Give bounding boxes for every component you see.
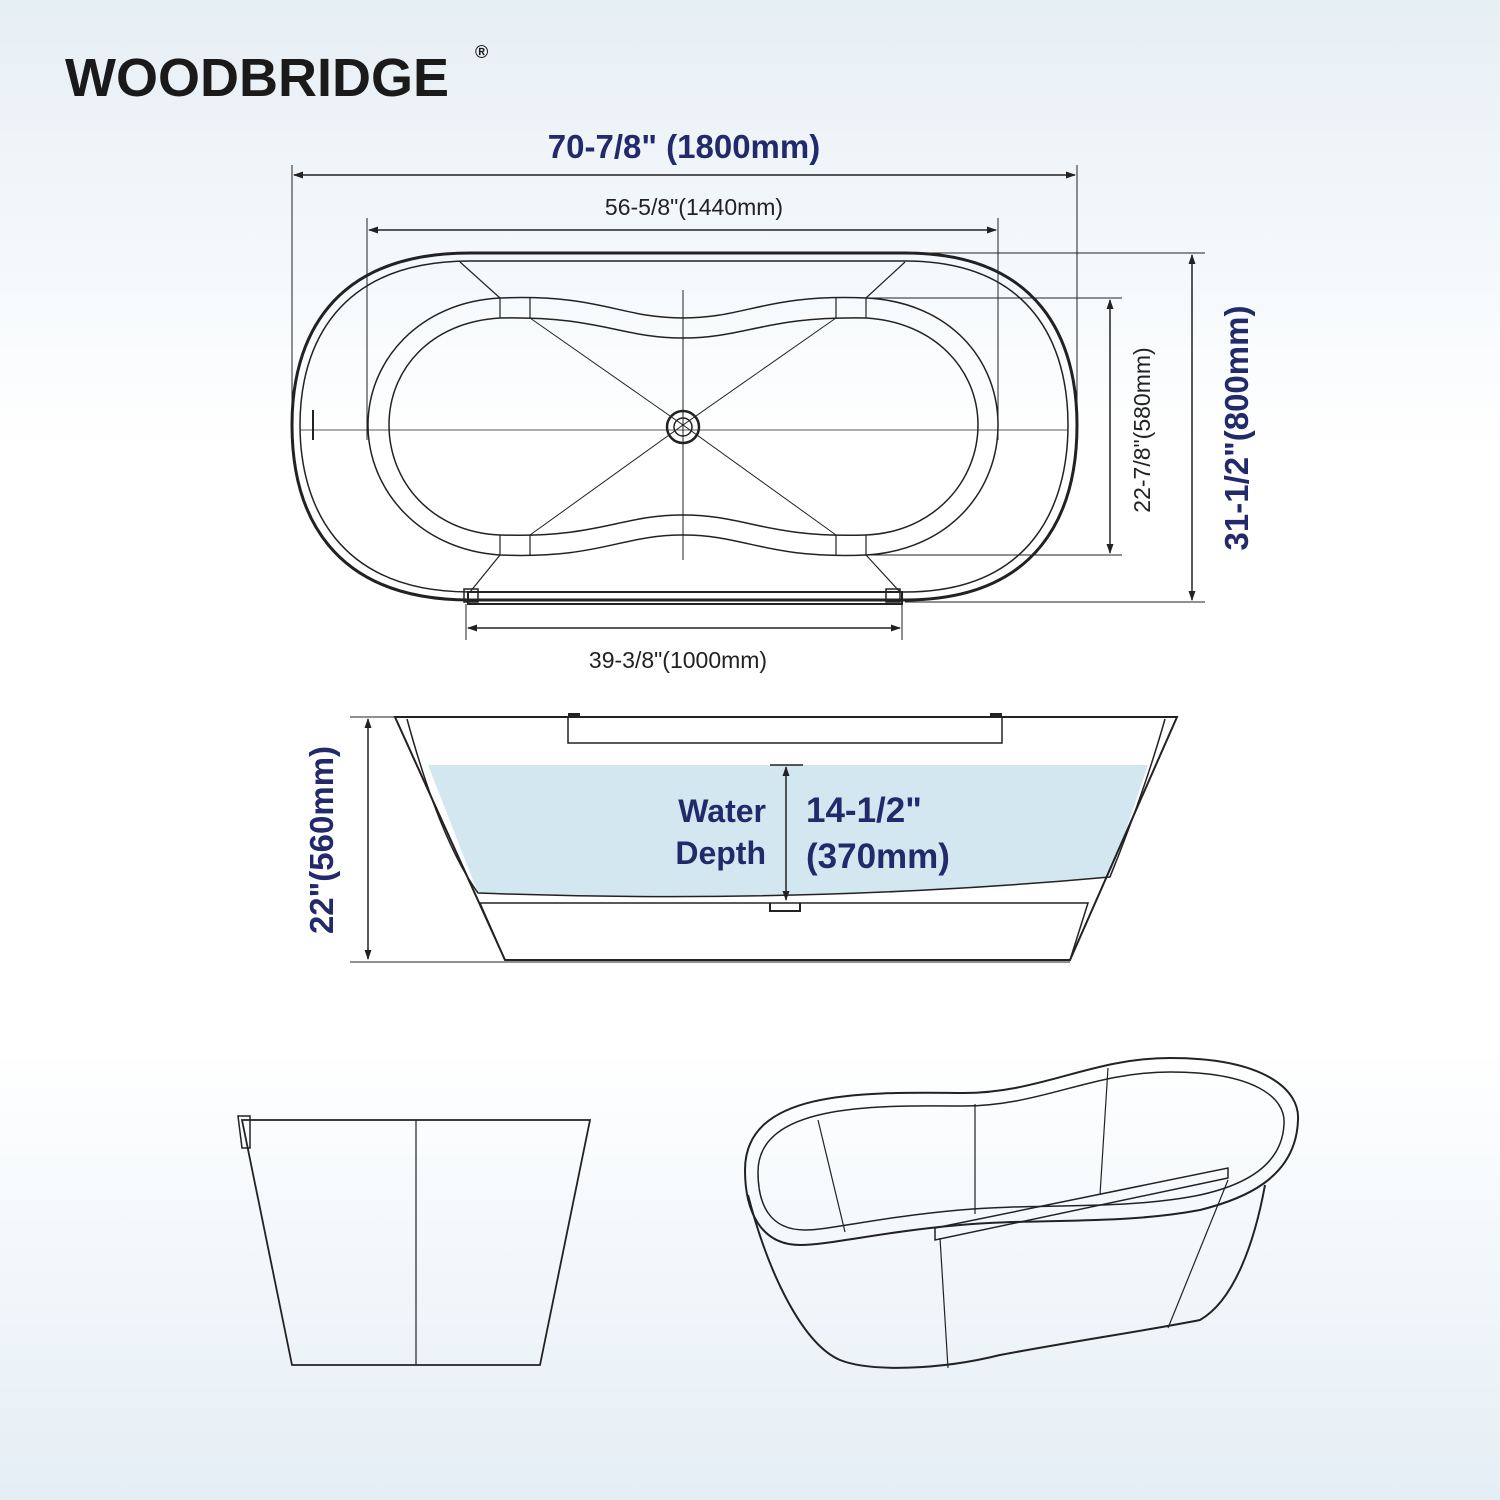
dim-height-label: 22"(560mm) (303, 746, 340, 934)
water-depth-value-in: 14-1/2" (806, 791, 922, 830)
dim-inner-length: 56-5/8"(1440mm) (366, 194, 999, 440)
dim-base-length-label: 39-3/8"(1000mm) (589, 647, 767, 673)
water-depth-label-line2: Depth (675, 835, 766, 871)
drain-icon (665, 409, 701, 445)
dim-overall-width-label: 31-1/2"(800mm) (1218, 306, 1255, 551)
dim-inner-width-label: 22-7/8"(580mm) (1129, 347, 1155, 512)
top-view (290, 251, 1079, 605)
top-view-inner-rim (299, 260, 1069, 593)
perspective-inner-rim (757, 1071, 1285, 1231)
perspective-view (743, 1056, 1300, 1369)
dim-inner-width: 22-7/8"(580mm) (866, 297, 1155, 556)
perspective-body (747, 1184, 1266, 1369)
perspective-body-lines (939, 1179, 1229, 1369)
dim-overall-width: 31-1/2"(800mm) (905, 252, 1255, 603)
water-depth: Water Depth 14-1/2" (370mm) (675, 764, 950, 901)
perspective-inner-lines (817, 1067, 1109, 1233)
top-view-base-rail (467, 591, 903, 605)
base-clip-right (885, 588, 901, 603)
base-clip-left (463, 588, 479, 603)
end-view (237, 1115, 592, 1366)
top-view-basin-ticks (499, 298, 867, 555)
side-view-rail-clip-right (990, 713, 1002, 718)
water-depth-label-line1: Water (678, 793, 766, 829)
dim-base-length: 39-3/8"(1000mm) (465, 604, 903, 673)
dim-overall-length-label: 70-7/8" (1800mm) (548, 128, 820, 165)
top-view-corner-lines (459, 261, 906, 593)
perspective-outer-rim (743, 1056, 1300, 1247)
registered-mark: ® (475, 42, 488, 62)
side-view-rail (567, 716, 1003, 744)
perspective-rail (934, 1167, 1229, 1241)
end-view-rim-detail (237, 1115, 251, 1149)
side-view-rail-clip-left (568, 713, 580, 718)
water-fill (428, 765, 1148, 897)
side-view-base (478, 902, 1090, 961)
dim-inner-length-label: 56-5/8"(1440mm) (605, 194, 783, 220)
water-depth-value-mm: (370mm) (806, 837, 950, 876)
dim-height: 22"(560mm) (303, 716, 395, 960)
end-view-outline (240, 1119, 592, 1366)
top-view-slope-lines (529, 290, 837, 560)
drain-inner-icon (673, 417, 693, 437)
brand-logo: WOODBRIDGE ® (65, 42, 488, 108)
top-view-outer-rim (290, 251, 1079, 602)
dim-overall-length: 70-7/8" (1800mm) (291, 128, 1078, 425)
brand-name: WOODBRIDGE (65, 48, 449, 108)
side-view-drain-icon (769, 903, 801, 912)
